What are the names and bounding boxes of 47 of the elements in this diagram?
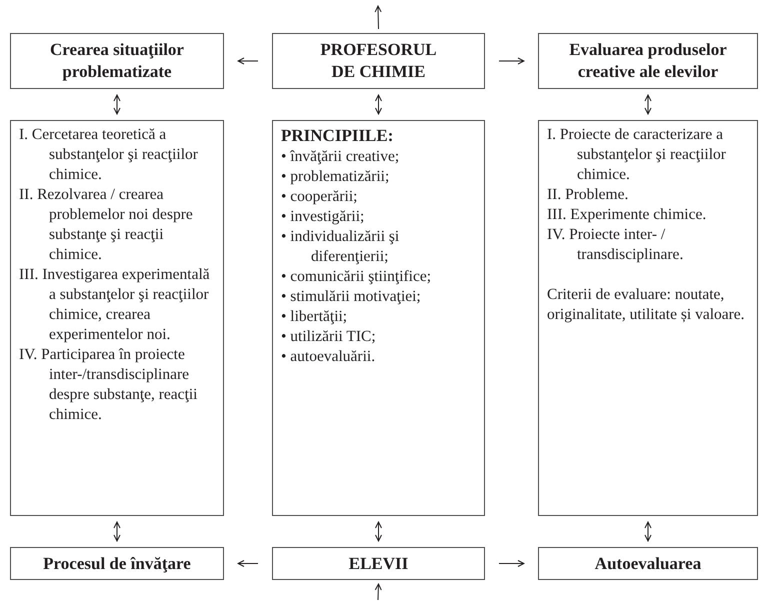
list-item: III. Experimente chimice. <box>547 205 708 225</box>
arrow <box>644 522 652 542</box>
list-item: • învăţării creative; <box>281 147 400 167</box>
text-box <box>538 547 758 580</box>
arrow <box>374 6 382 30</box>
box-title: PROFESORUL DE CHIMIE <box>319 39 438 83</box>
text-box <box>538 33 758 89</box>
list-item: • individualizării şi diferenţierii; <box>281 227 400 267</box>
text-box <box>10 120 224 516</box>
text-box <box>272 547 485 580</box>
text-box <box>538 120 758 516</box>
list-item: IV. Proiecte inter- / transdisciplinare. <box>547 225 684 265</box>
text-box <box>272 120 485 516</box>
list-item: • investigării; <box>281 207 366 227</box>
list-item: • problematizării; <box>281 167 390 187</box>
list-item: • comunicării ştiinţifice; <box>281 267 432 287</box>
list-item: • libertăţii; <box>281 307 348 327</box>
list-item: II. Probleme. <box>547 185 630 205</box>
arrow <box>374 584 382 600</box>
list-item: IV. Participarea în proiecte inter-/transdisciplinare despre substanţe, reacţii chimice. <box>19 345 198 425</box>
list-item: • autoevaluării. <box>281 347 376 367</box>
arrow <box>498 58 524 64</box>
text-box <box>10 33 224 89</box>
list-item: I. Cercetarea teoretică a substanţelor şi reacţiilor chimice. <box>19 125 199 185</box>
note-paragraph: Criterii de evaluare: noutate, originalitate, utilitate și valoare. <box>547 285 746 325</box>
text-box <box>10 547 224 580</box>
box-title: Procesul de învăţare <box>43 552 191 574</box>
arrow <box>375 522 382 542</box>
arrow <box>498 560 524 567</box>
list-item: II. Rezolvarea / crearea problemelor noi despre substanţe şi reacţii chimice. <box>19 185 194 265</box>
box-title: ELEVII <box>348 552 408 574</box>
box-title: Crearea situaţiilor problematizate <box>49 39 185 83</box>
list-item: • stimulării motivaţiei; <box>281 287 422 307</box>
arrow <box>238 58 258 64</box>
list-heading: PRINCIPIILE: <box>281 125 394 147</box>
box-title: Evaluarea produselor creative ale elevilor <box>568 39 728 83</box>
box-title: Autoevaluarea <box>594 552 702 574</box>
arrow <box>114 94 120 114</box>
list-item: • utilizării TIC; <box>281 327 377 347</box>
text-box <box>272 33 485 89</box>
list-item: • cooperării; <box>281 187 358 207</box>
list-item: I. Proiecte de caracterizare a substanţelor şi reacţiilor chimice. <box>547 125 727 185</box>
arrow <box>114 522 120 542</box>
list-item: III. Investigarea experimentală a substanţelor şi reacţiilor chimice, crearea experimentelor noi. <box>19 265 211 345</box>
arrow <box>238 560 258 567</box>
arrow <box>375 94 382 114</box>
arrow <box>644 94 652 114</box>
